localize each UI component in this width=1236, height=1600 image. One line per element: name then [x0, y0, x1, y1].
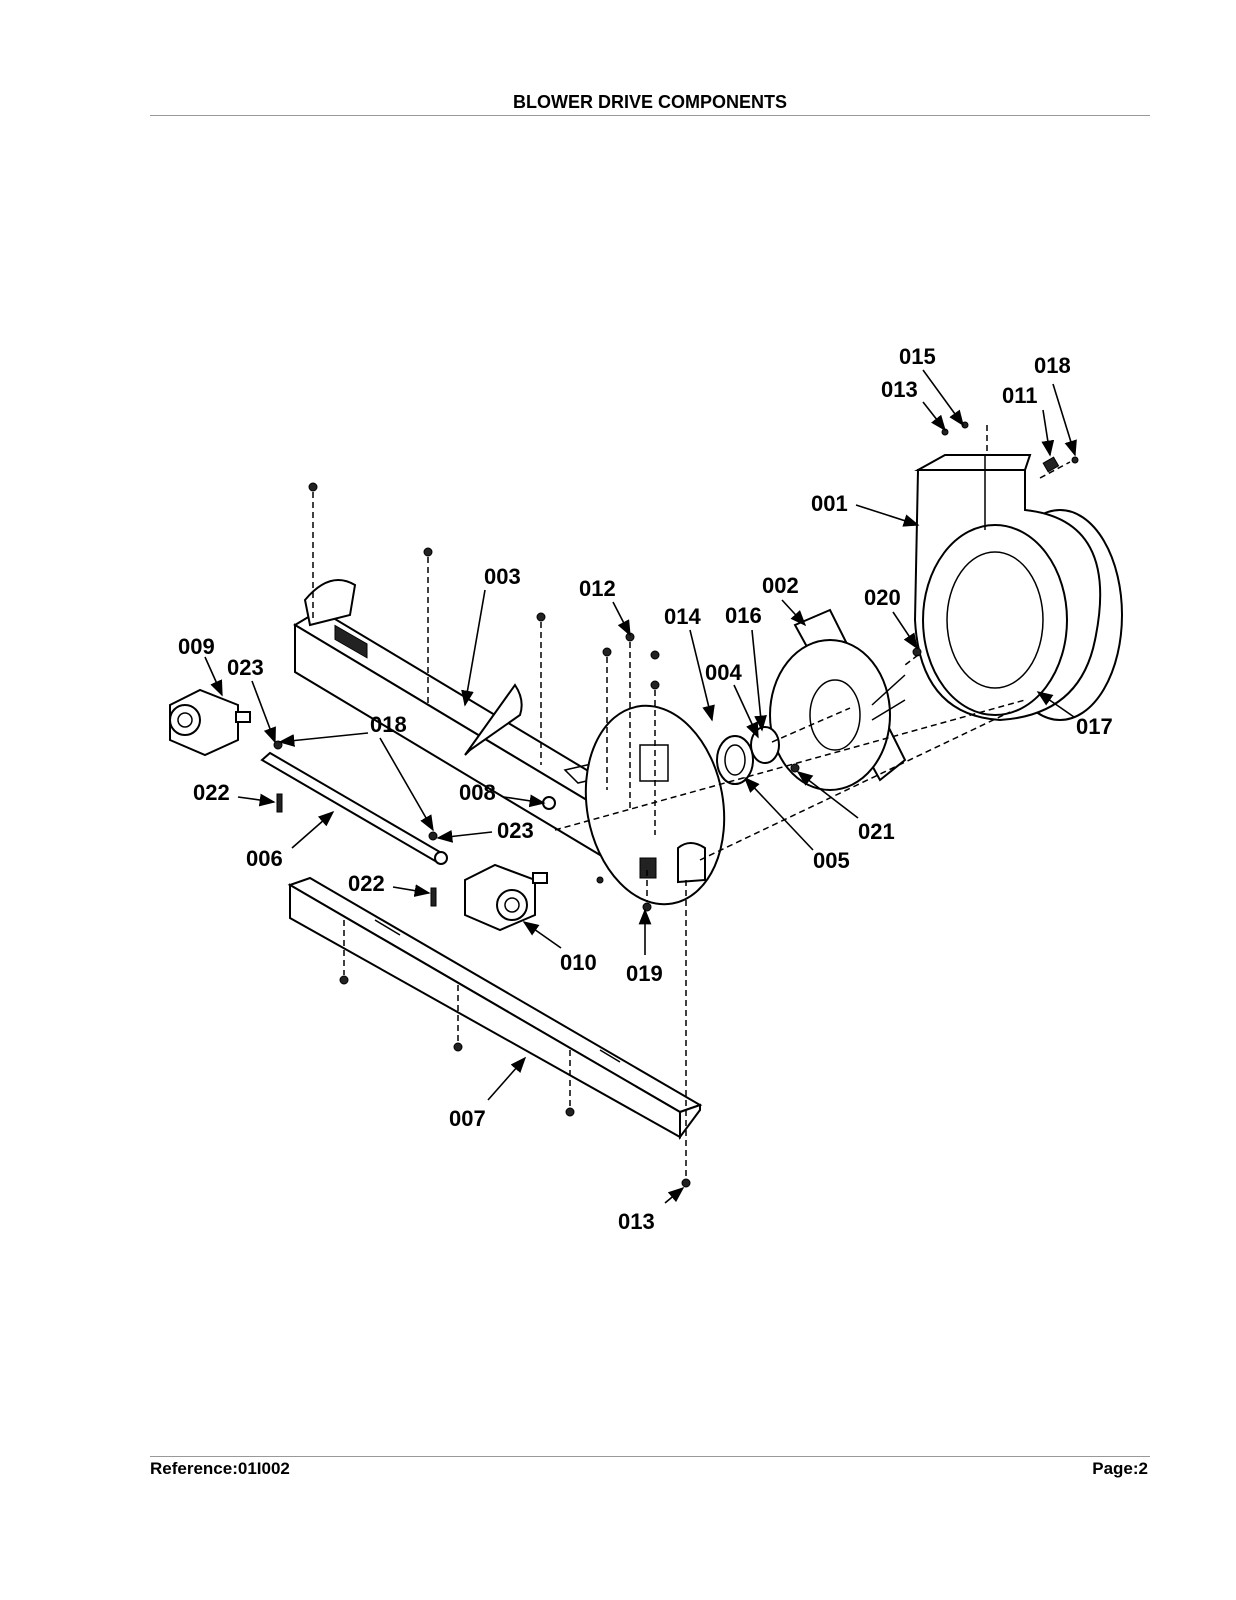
leader-lines — [204, 369, 1077, 1204]
callout-021: 021 — [858, 819, 895, 844]
callout-007: 007 — [449, 1106, 486, 1131]
callout-013-bottom: 013 — [618, 1209, 655, 1234]
gearbox-right — [464, 863, 548, 932]
page-title: BLOWER DRIVE COMPONENTS — [512, 92, 787, 112]
gearbox-left — [169, 688, 251, 757]
callout-022-mid: 022 — [348, 871, 385, 896]
blower-housing — [913, 454, 1123, 722]
callout-002: 002 — [762, 573, 799, 598]
callout-003: 003 — [484, 564, 521, 589]
callout-010: 010 — [560, 950, 597, 975]
callout-016: 016 — [725, 603, 762, 628]
callout-018-mid: 018 — [370, 712, 407, 737]
callout-009: 009 — [178, 634, 215, 659]
callout-004: 004 — [705, 660, 742, 685]
callout-005: 005 — [813, 848, 850, 873]
callout-012: 012 — [579, 576, 616, 601]
callout-019: 019 — [626, 961, 663, 986]
callout-014: 014 — [664, 604, 701, 629]
callout-018-top: 018 — [1034, 353, 1071, 378]
callout-labels: 015 013 018 011 001 003 012 002 020 014 … — [178, 344, 1113, 1234]
callout-015: 015 — [899, 344, 936, 369]
callout-023-mid: 023 — [497, 818, 534, 843]
callout-013-top: 013 — [881, 377, 918, 402]
callout-023-left: 023 — [227, 655, 264, 680]
callout-006: 006 — [246, 846, 283, 871]
callout-020: 020 — [864, 585, 901, 610]
callout-017: 017 — [1076, 714, 1113, 739]
impeller — [769, 608, 907, 791]
assembly-dashed-lines — [312, 425, 1071, 1180]
footer-rule — [150, 1456, 1150, 1457]
header-rule — [150, 115, 1150, 116]
callout-022-left: 022 — [193, 780, 230, 805]
shaft-cover — [287, 876, 703, 1141]
callout-011: 011 — [1002, 383, 1038, 408]
callout-008: 008 — [459, 780, 496, 805]
page-number: Page:2 — [1092, 1459, 1148, 1478]
drive-shaft — [260, 751, 448, 865]
reference-label: Reference:01I002 — [150, 1459, 290, 1478]
callout-001: 001 — [811, 491, 848, 516]
hub-and-washer — [716, 726, 780, 785]
